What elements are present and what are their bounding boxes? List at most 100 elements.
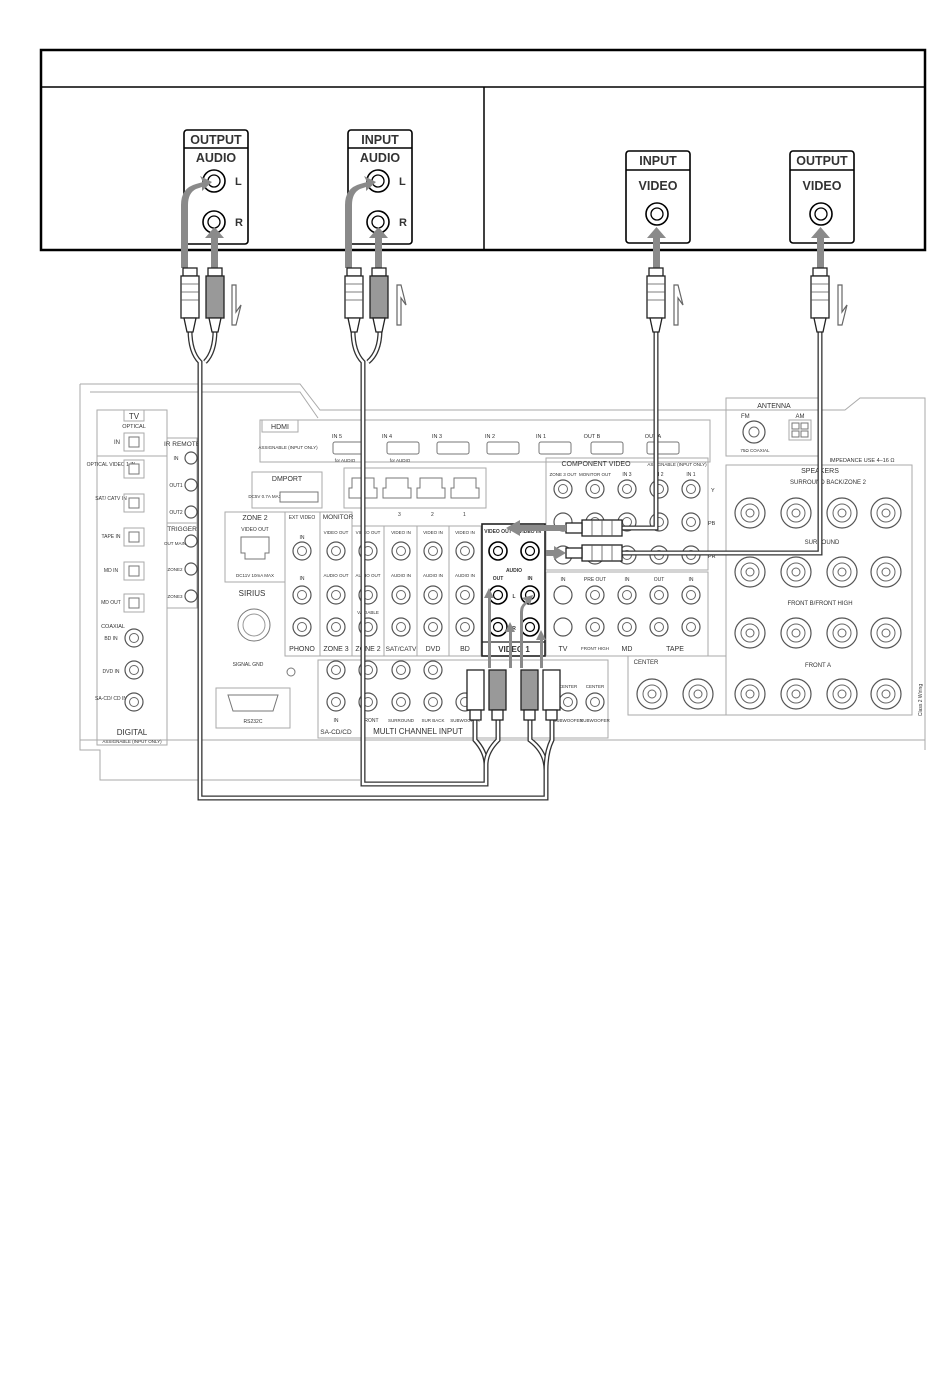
bd-video-in: VIDEO IN — [455, 530, 475, 535]
front-high-label: FRONT HIGH — [581, 646, 609, 651]
hdmi-port-2: IN 3 — [432, 434, 442, 440]
audio-input-header: INPUT — [361, 133, 399, 147]
optical-input-group: OPTICAL VIDEO 1 IN SAT/ CATV IN TAPE IN … — [87, 459, 145, 613]
optical-label: OPTICAL — [122, 424, 146, 430]
video-cables — [620, 330, 823, 556]
coax-input-group: BD IN DVD IN SA-CD/ CD IN — [95, 628, 144, 712]
tape-in-label: IN — [689, 577, 694, 583]
sacd-label: SA-CD/CD — [320, 729, 352, 736]
monitor-video-out: VIDEO OUT — [324, 530, 349, 535]
zone2-spec: DC11V 10mA MAX — [236, 573, 274, 578]
optical-input-0: OPTICAL VIDEO 1 IN — [87, 462, 136, 468]
ext-video-in-label: IN — [300, 535, 305, 541]
comp-row-y: Y — [711, 488, 715, 494]
monitor-label: MONITOR — [323, 514, 354, 521]
subwoofer-pre-label: SUBWOOFER — [580, 718, 610, 723]
comp-col-1: MONITOR OUT — [579, 472, 611, 477]
audio-cable-right — [350, 329, 501, 787]
comp-row-pr: PR — [708, 554, 716, 560]
satcatv-video-in: VIDEO IN — [391, 530, 411, 535]
trigger-label: TRIGGER — [167, 526, 197, 533]
receiver-rear-panel: TV OPTICAL IN OPTICAL VIDEO 1 IN SAT/ CA… — [79, 383, 926, 781]
video-input-jack-panel: INPUT VIDEO — [625, 150, 691, 244]
tape-out-label: OUT — [654, 577, 665, 583]
ethernet-num-0: 3 — [398, 512, 401, 518]
ir-item-2: OUT2 — [169, 510, 183, 516]
video1-video-in-label: VIDEO IN — [519, 529, 541, 535]
bd-bottom-label: BD — [460, 646, 470, 653]
ir-item-0: IN — [174, 456, 179, 462]
hdmi-label: HDMI — [271, 424, 289, 431]
zone3-bottom-label: ZONE 3 — [323, 646, 348, 653]
video1-video-out-label: VIDEO OUT — [484, 529, 512, 535]
video-output-jack — [809, 202, 833, 226]
coaxial-75-label: 75Ω COAXIAL — [740, 448, 770, 453]
antenna-label: ANTENNA — [757, 403, 791, 410]
component-video-label: COMPONENT VIDEO — [561, 461, 631, 468]
signal-gnd-label: SIGNAL GND — [233, 662, 264, 668]
hdmi-port-3: IN 2 — [485, 434, 495, 440]
impedance-label: IMPEDANCE USE 4–16 Ω — [830, 458, 895, 464]
optical-input-1: SAT/ CATV IN — [95, 496, 127, 502]
ethernet-num-1: 2 — [431, 512, 434, 518]
top-signal-arrows — [181, 176, 830, 268]
optical-input-3: MD IN — [104, 568, 119, 574]
md-in-label: IN — [625, 577, 630, 583]
video1-l-label: L — [512, 594, 515, 600]
comp-col-4: IN 1 — [686, 472, 695, 478]
monitor-audio-out: AUDIO OUT — [323, 573, 348, 578]
trigger-item-2: ZONE3 — [167, 594, 183, 599]
comp-row-pb: PB — [708, 521, 716, 527]
coaxial-label: COAXIAL — [101, 624, 125, 630]
mc-label-2: FRONT — [361, 718, 378, 724]
speaker-posts — [636, 497, 902, 710]
zone2-video-out: VIDEO OUT — [241, 527, 269, 533]
hdmi-port-1: IN 4 — [382, 434, 392, 440]
dvd-video-in: VIDEO IN — [423, 530, 443, 535]
rs232c-label: RS232C — [244, 719, 263, 725]
dvd-audio-in: AUDIO IN — [423, 573, 443, 578]
dvd-bottom-label: DVD — [426, 646, 441, 653]
zone2-col-audio: AUDIO OUT — [355, 573, 380, 578]
audio-output-r-label: R — [235, 217, 243, 229]
zone2-bottom-label: ZONE 2 — [355, 646, 380, 653]
multi-channel-input-label: MULTI CHANNEL INPUT — [373, 727, 463, 736]
front-a-label: FRONT A — [805, 663, 831, 669]
direction-arrows — [231, 284, 848, 326]
md-label: MD — [622, 646, 633, 653]
satcatv-audio-in: AUDIO IN — [391, 573, 411, 578]
component-box: OUTPUT AUDIO L R INPUT AUDIO L R INP — [39, 48, 927, 252]
hdmi-port-4: IN 1 — [536, 434, 546, 440]
comp-col-3: IN 2 — [654, 472, 663, 478]
tape-label: TAPE — [666, 646, 684, 653]
optical-input-4: MD OUT — [101, 600, 121, 606]
tv-in-label: IN — [561, 577, 566, 583]
tv-col-label: TV — [559, 646, 568, 653]
phono-in-label: IN — [300, 576, 305, 582]
ext-video-label: EXT VIDEO — [289, 515, 316, 521]
fm-label: FM — [741, 414, 750, 420]
bd-audio-in: AUDIO IN — [455, 573, 475, 578]
class2-label: Class 2 Wiring — [918, 684, 924, 716]
dmport-spec: DC5V 0.7A MAX — [248, 494, 281, 499]
video1-r-label: R — [512, 626, 516, 632]
ethernet-num-2: 1 — [463, 512, 466, 518]
center-pre-label: CENTER — [586, 684, 605, 689]
digital-label: DIGITAL — [117, 728, 148, 737]
audio-input-l-label: L — [399, 176, 406, 188]
mc-label-4: SUR BACK — [421, 718, 444, 723]
audio-input-r-label: R — [399, 217, 407, 229]
coax-input-1: DVD IN — [103, 669, 120, 675]
phono-bottom-label: PHONO — [289, 646, 315, 653]
audio-output-header: OUTPUT — [190, 133, 242, 147]
hdmi-port-0: IN 5 — [332, 434, 342, 440]
optical-input-2: TAPE IN — [101, 534, 120, 540]
audio-output-l-label: L — [235, 176, 242, 188]
ir-remote-label: IR REMOTE — [164, 441, 201, 448]
video1-side-plugs — [506, 519, 623, 562]
tv-label: TV — [129, 412, 140, 421]
video-input-header: INPUT — [639, 154, 677, 168]
dmport-label: DMPORT — [272, 476, 303, 483]
satcatv-bottom-label: SAT/CATV — [386, 646, 417, 653]
